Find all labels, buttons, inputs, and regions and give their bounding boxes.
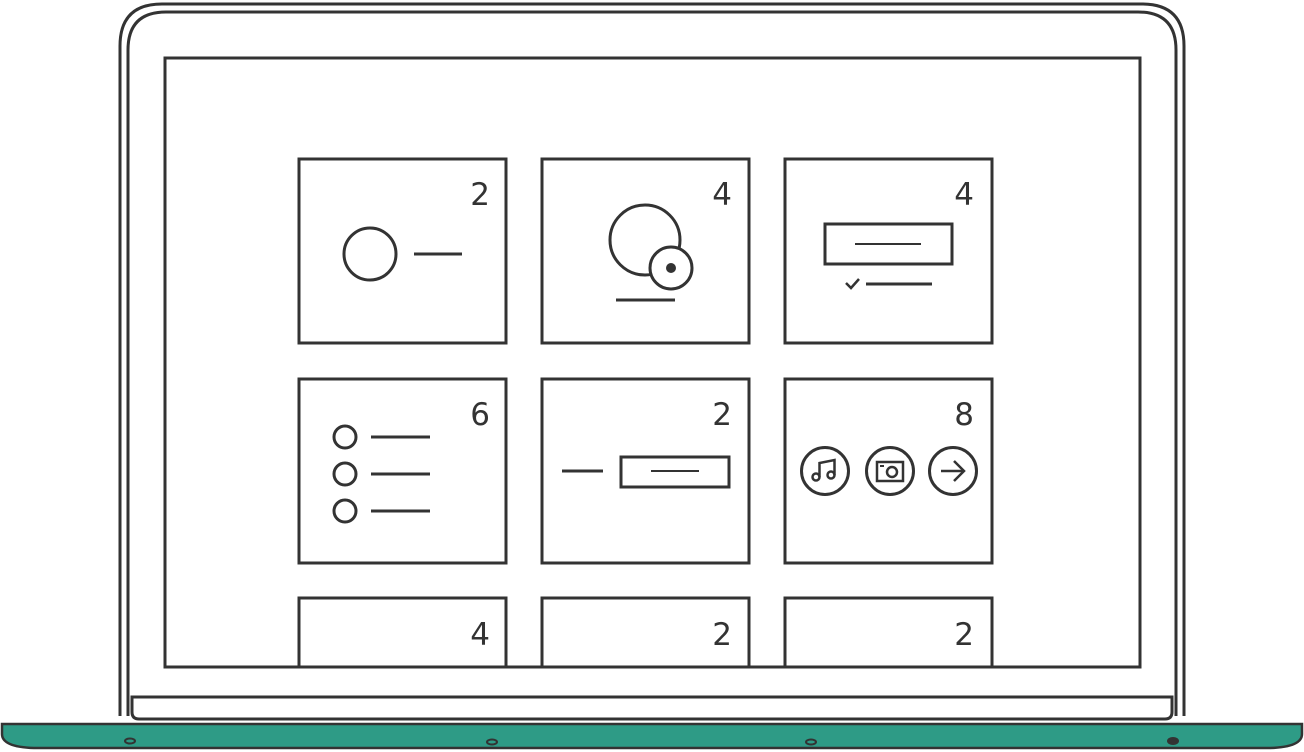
tile-count: 2	[712, 397, 732, 433]
tile-8[interactable]: 2	[540, 596, 751, 752]
tile-count: 2	[470, 177, 490, 213]
record-dot-icon	[666, 263, 676, 273]
radio-icon	[332, 461, 358, 487]
base-foot-2	[486, 738, 498, 746]
laptop-hinge	[130, 695, 1174, 721]
tile-3[interactable]: 4	[783, 157, 994, 345]
music-note-icon[interactable]	[800, 446, 850, 496]
radio-icon	[332, 424, 358, 450]
tile-frame	[540, 596, 751, 666]
tile-frame	[783, 596, 994, 666]
laptop-screen	[163, 56, 1142, 669]
tile-frame	[540, 377, 751, 565]
tile-count: 2	[712, 617, 732, 653]
tile-frame	[297, 377, 508, 565]
laptop-base	[0, 722, 1304, 750]
tile-frame	[540, 157, 751, 345]
laptop-lid	[118, 2, 1186, 716]
tile-count: 4	[470, 617, 490, 653]
tile-frame	[297, 157, 508, 345]
base-foot-4	[1167, 737, 1179, 745]
tile-2[interactable]: 4	[540, 157, 751, 345]
tile-count: 2	[954, 617, 974, 653]
tile-4[interactable]: 6	[297, 377, 508, 565]
base-foot-3	[805, 738, 817, 746]
input-box-icon	[619, 455, 731, 489]
avatar-circle-icon	[608, 203, 682, 277]
radio-icon	[332, 498, 358, 524]
tile-frame	[783, 377, 994, 565]
tile-frame	[297, 596, 508, 666]
tile-1[interactable]: 2	[297, 157, 508, 345]
photo-icon[interactable]	[865, 446, 915, 496]
tile-6[interactable]: 8	[783, 377, 994, 565]
tile-count: 4	[954, 177, 974, 213]
tile-9[interactable]: 2	[783, 596, 994, 752]
tile-count: 6	[470, 397, 490, 433]
base-foot-1	[124, 737, 136, 745]
avatar-circle-icon	[342, 226, 398, 282]
tile-count: 8	[954, 397, 974, 433]
input-box-icon	[823, 222, 954, 266]
check-icon	[845, 278, 860, 290]
tile-7[interactable]: 4	[297, 596, 508, 752]
tile-count: 4	[712, 177, 732, 213]
arrow-right-icon[interactable]	[928, 446, 978, 496]
tile-frame	[783, 157, 994, 345]
tile-5[interactable]: 2	[540, 377, 751, 565]
